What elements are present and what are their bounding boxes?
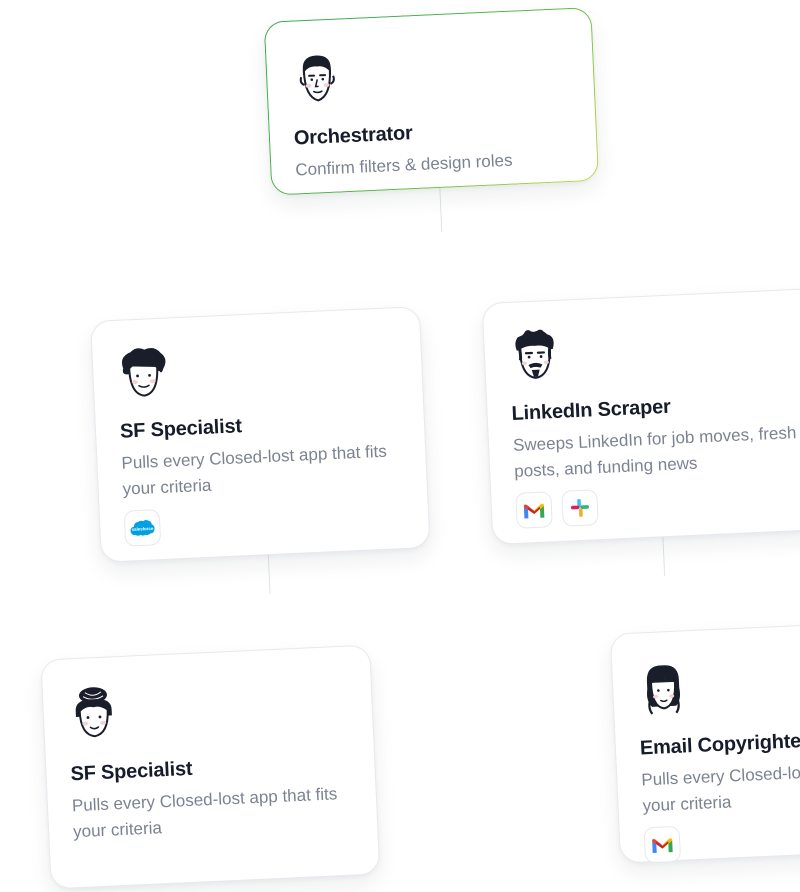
email-copywriter-title: Email Copyrighter: [639, 729, 800, 760]
agent-flow-diagram: Orchestrator Confirm filters & design ro…: [40, 6, 800, 890]
linkedin-scraper-card[interactable]: LinkedIn Scraper Sweeps LinkedIn for job…: [481, 287, 800, 545]
sf-specialist-title: SF Specialist: [119, 415, 243, 443]
linkedin-scraper-title: LinkedIn Scraper: [511, 395, 672, 425]
orchestrator-card[interactable]: Orchestrator Confirm filters & design ro…: [263, 6, 600, 196]
email-copywriter-description: Pulls every Closed-lost app that fits yo…: [640, 758, 800, 816]
sf-specialist-description: Pulls every Closed-lost app that fits yo…: [121, 441, 388, 499]
orchestrator-title: Orchestrator: [293, 122, 414, 150]
bun-hair-avatar-icon: [65, 685, 123, 743]
linkedin-scraper-description: Sweeps LinkedIn for job moves, fresh pos…: [512, 423, 797, 481]
sf-specialist-2-title: SF Specialist: [70, 757, 193, 786]
linkedin-scraper-tools: [515, 489, 599, 529]
email-copywriter-card[interactable]: Email Copyrighter Pulls every Closed-los…: [609, 618, 800, 864]
connector-orchestrator: [439, 185, 443, 232]
sf-specialist-tools: salesforce: [123, 509, 162, 547]
gmail-icon: [515, 491, 553, 529]
sf-specialist-card[interactable]: SF Specialist Pulls every Closed-lost ap…: [90, 306, 431, 563]
curly-hair-avatar-icon: [114, 344, 172, 402]
slack-icon: [561, 489, 599, 527]
man-avatar-icon: [288, 49, 346, 107]
svg-text:salesforce: salesforce: [132, 526, 154, 532]
email-copywriter-tools: [643, 825, 682, 864]
woman-avatar-icon: [634, 659, 692, 717]
salesforce-icon: salesforce: [123, 509, 162, 547]
sf-specialist-card-2[interactable]: SF Specialist Pulls every Closed-lost ap…: [40, 644, 381, 890]
orchestrator-description: Confirm filters & design roles: [294, 150, 513, 180]
sf-specialist-2-description: Pulls every Closed-lost app that fits yo…: [71, 784, 338, 842]
bearded-man-avatar-icon: [506, 327, 564, 385]
gmail-icon: [643, 825, 682, 864]
